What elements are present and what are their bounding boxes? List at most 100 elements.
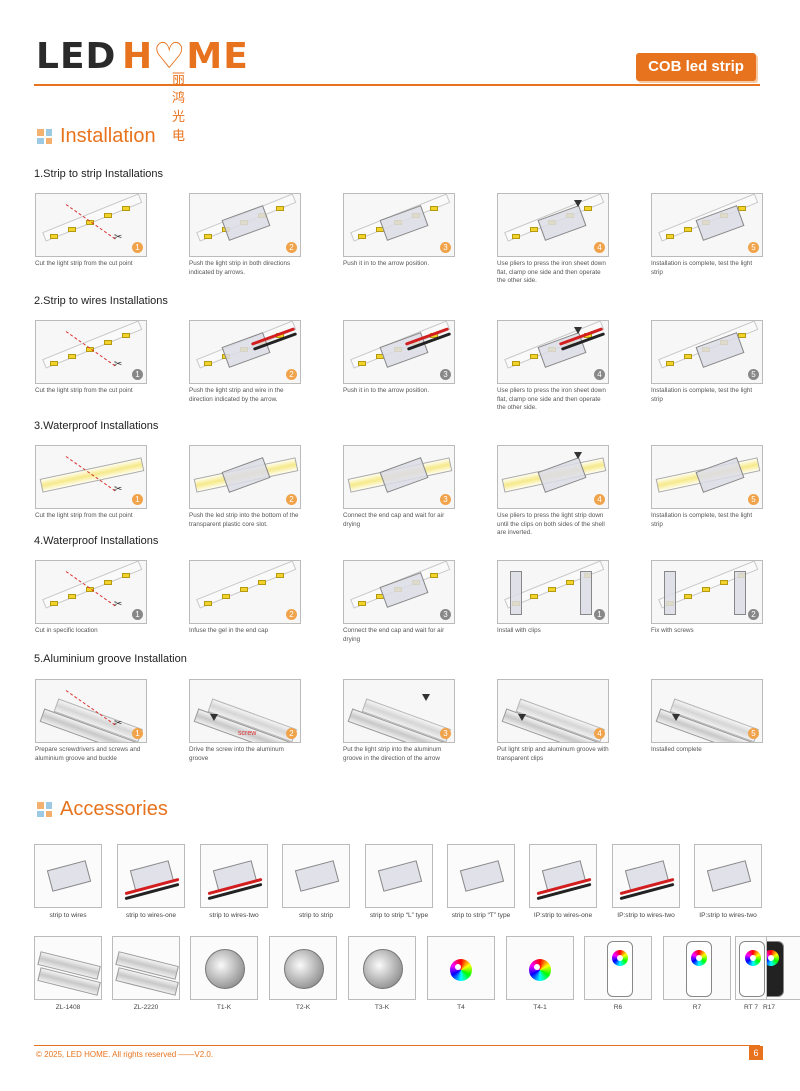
accessories-heading: Accessories: [37, 798, 168, 821]
dimmer-panel-icon: [348, 936, 416, 1000]
accessory-caption: strip to wires-one: [125, 912, 177, 919]
led-chip: [204, 601, 212, 606]
accessory-item: strip to strip “T” type: [447, 844, 515, 919]
clip-icon: [694, 844, 762, 908]
squares-icon: [37, 129, 52, 144]
connector: [294, 860, 340, 892]
connector: [377, 860, 423, 892]
led-chip: [358, 361, 366, 366]
accessory-item: strip to strip: [282, 844, 350, 919]
accessory-item: T2-K: [269, 936, 337, 1011]
connector: [695, 332, 745, 368]
led-chip: [68, 227, 76, 232]
accessory-item: RT 7: [735, 936, 767, 1011]
led-chip: [684, 354, 692, 359]
led-chip: [68, 594, 76, 599]
color-wheel-icon: [691, 950, 707, 966]
accessory-caption: strip to strip “T” type: [451, 912, 511, 919]
led-chip: [512, 234, 520, 239]
color-wheel-icon: [745, 950, 761, 966]
accessory-item: ZL-1408: [34, 936, 102, 1011]
step-illustration: 4: [497, 679, 609, 743]
step-number-badge: 2: [286, 609, 297, 620]
color-wheel-icon: [529, 959, 551, 981]
accessory-item: R6: [584, 936, 652, 1011]
step-caption: Cut in specific location: [35, 627, 98, 634]
accessory-item: strip to strip “L” type: [365, 844, 433, 919]
step-caption: Prepare screwdrivers and screws and alum…: [35, 746, 141, 762]
step-illustration: 2: [189, 445, 301, 509]
led-chip: [50, 361, 58, 366]
copyright: © 2025, LED HOME. All rights reserved ——…: [36, 1050, 214, 1059]
mounting-clip: [734, 571, 746, 615]
led-chip: [738, 206, 746, 211]
accessory-item: IP:strip to wires-two: [612, 844, 680, 919]
page-number: 6: [749, 1046, 763, 1060]
connector: [706, 860, 752, 892]
step-number-badge: 4: [594, 369, 605, 380]
step-caption: Put the light strip into the aluminum gr…: [343, 746, 442, 762]
accessory-caption: T3-K: [374, 1004, 390, 1011]
step-illustration: 2: [651, 560, 763, 624]
section-subtitle: 1.Strip to strip Installations: [34, 168, 164, 180]
accessory-caption: T2-K: [295, 1004, 311, 1011]
step-illustration: ✂1: [35, 320, 147, 384]
step-caption: Use pliers to press the iron sheet down …: [497, 260, 606, 284]
step-number-badge: 5: [748, 728, 759, 739]
step-illustration: ✂1: [35, 193, 147, 257]
step-number-badge: 1: [132, 609, 143, 620]
step-number-badge: 3: [440, 242, 451, 253]
accessory-item: T3-K: [348, 936, 416, 1011]
led-chip: [738, 333, 746, 338]
scissors-icon: ✂: [114, 718, 123, 729]
step-illustration: 5: [651, 679, 763, 743]
touch-panel-icon: [427, 936, 495, 1000]
step-caption: Push it in to the arrow position.: [343, 387, 430, 394]
connector: [459, 860, 505, 892]
accessory-caption: RT 7: [743, 1004, 759, 1011]
step-illustration: ✂1: [35, 445, 147, 509]
step-number-badge: 3: [440, 494, 451, 505]
mounting-clip: [580, 571, 592, 615]
led-chip: [240, 587, 248, 592]
led-chip: [104, 213, 112, 218]
led-chip: [50, 601, 58, 606]
remote-body: [739, 941, 765, 997]
accessory-caption: T4: [457, 1004, 465, 1011]
accessory-item: T4-1: [506, 936, 574, 1011]
accessory-item: T4: [427, 936, 495, 1011]
dial-icon: [284, 949, 324, 989]
step-caption: Push it in to the arrow position.: [343, 260, 430, 267]
accessory-item: ZL-2220: [112, 936, 180, 1011]
dial-icon: [205, 949, 245, 989]
connector: [695, 457, 745, 493]
step-caption: Cut the light strip from the cut point: [35, 512, 133, 519]
aluminium-profile-icon: [112, 936, 180, 1000]
accessory-item: strip to wires: [34, 844, 102, 919]
led-chip: [358, 601, 366, 606]
led-chip: [104, 340, 112, 345]
remote-icon: [584, 936, 652, 1000]
step-caption: Installation is complete, test the light…: [651, 387, 753, 403]
step-number-badge: 3: [440, 728, 451, 739]
step-illustration: 3: [343, 560, 455, 624]
step-caption: Cut the light strip from the cut point: [35, 387, 133, 394]
led-chip: [358, 234, 366, 239]
connector: [221, 205, 271, 241]
color-wheel-icon: [450, 959, 472, 981]
installation-heading: Installation: [37, 125, 156, 148]
accessory-caption: ZL-2220: [133, 1004, 159, 1011]
led-chip: [530, 354, 538, 359]
step-number-badge: 5: [748, 494, 759, 505]
dimmer-panel-icon: [269, 936, 337, 1000]
step-number-badge: 5: [748, 242, 759, 253]
step-caption: Push the light strip in both directions …: [189, 260, 291, 276]
